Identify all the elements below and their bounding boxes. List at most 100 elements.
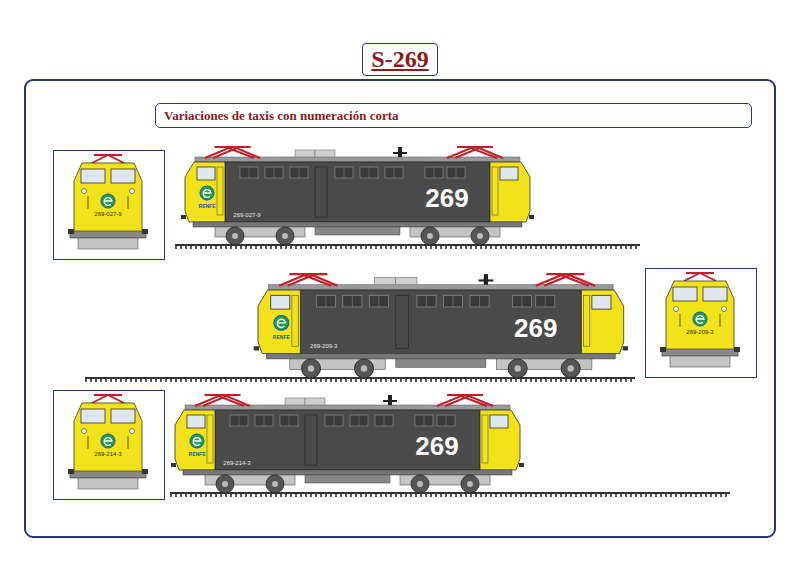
side-window [417,295,436,307]
window-bar [434,167,435,178]
cab-front [74,163,142,237]
side-window [415,415,433,426]
renfe-logo-e [104,438,112,446]
buffer [660,347,666,352]
underframe [266,354,615,359]
cab-door [207,415,213,463]
cab-window [187,415,205,428]
axle [467,481,473,487]
pantograph [684,273,716,281]
side-window [255,415,273,426]
roof-box [375,277,396,284]
insulator [383,400,397,402]
window-bar [384,415,385,426]
headlight [82,429,87,434]
renfe-logo-e [203,190,211,198]
side-window [536,295,555,307]
window-bar [479,295,480,307]
front-view-box: 269-214-3 [53,390,165,500]
renfe-logo [693,312,707,326]
side-window [512,295,531,307]
axle [427,233,433,239]
window-bar [352,295,353,307]
windscreen [81,409,105,423]
cab-door [492,167,498,215]
cab-window [500,167,518,180]
window-bar [369,167,370,178]
title: S-269 [371,46,428,73]
locomotive-number: 269-214-3 [54,451,162,457]
side-window [335,167,353,178]
renfe-logo-e [104,198,112,206]
cab-right [480,410,520,470]
side-window [369,295,388,307]
front-view [54,391,162,497]
tank [396,359,486,367]
operator-name: RENFE [189,451,206,457]
headlight [722,307,727,312]
axle [361,365,367,371]
cab-right [581,290,623,354]
operator-name: RENFE [199,203,216,209]
window-bar [424,415,425,426]
locomotive-number: 269-027-9 [233,212,260,218]
buffer-beam [70,471,146,478]
pantograph [92,155,124,163]
renfe-logo-e [193,438,201,446]
underframe [183,470,512,475]
wheel [301,359,320,378]
wheel [411,475,429,493]
pantograph [447,147,503,158]
windscreen [111,169,135,183]
axle [272,481,278,487]
wheel [226,227,244,245]
class-number: 269 [514,313,557,344]
side-window [425,167,443,178]
buffer-beam [662,349,738,356]
insulator [484,274,488,285]
window-bar [249,167,250,178]
cab-door [583,295,589,346]
buffer [623,346,628,350]
cab-left [258,290,300,354]
front-view [646,269,754,375]
side-window [385,167,403,178]
pantograph [195,395,250,406]
wheel [421,227,439,245]
headlight [674,307,679,312]
side-window [470,295,489,307]
side-window [290,167,308,178]
buffer [171,463,176,467]
headlight [130,189,135,194]
axle [568,365,574,371]
axle [282,233,288,239]
renfe-logo [200,186,214,200]
buffer [734,347,740,352]
roof-box [315,150,335,157]
roof-box [295,150,315,157]
axle [232,233,238,239]
roof [195,157,520,162]
cab-left [185,162,225,222]
cab-front [666,281,734,355]
outer-frame [25,80,775,537]
wheel [266,475,284,493]
door [305,415,317,465]
window-bar [239,415,240,426]
windscreen [703,287,727,301]
buffer [519,463,524,467]
door [315,167,327,217]
body [215,410,480,470]
window-bar [325,295,326,307]
side-window [343,295,362,307]
front-view-box: 269-027-9 [53,150,165,260]
locomotive-side [254,274,628,378]
axle [477,233,483,239]
axle [417,481,423,487]
buffer [254,346,259,350]
windscreen [111,409,135,423]
class-number: 269 [415,431,458,462]
body [300,290,581,354]
sleepers [175,246,640,249]
side-window [240,167,258,178]
